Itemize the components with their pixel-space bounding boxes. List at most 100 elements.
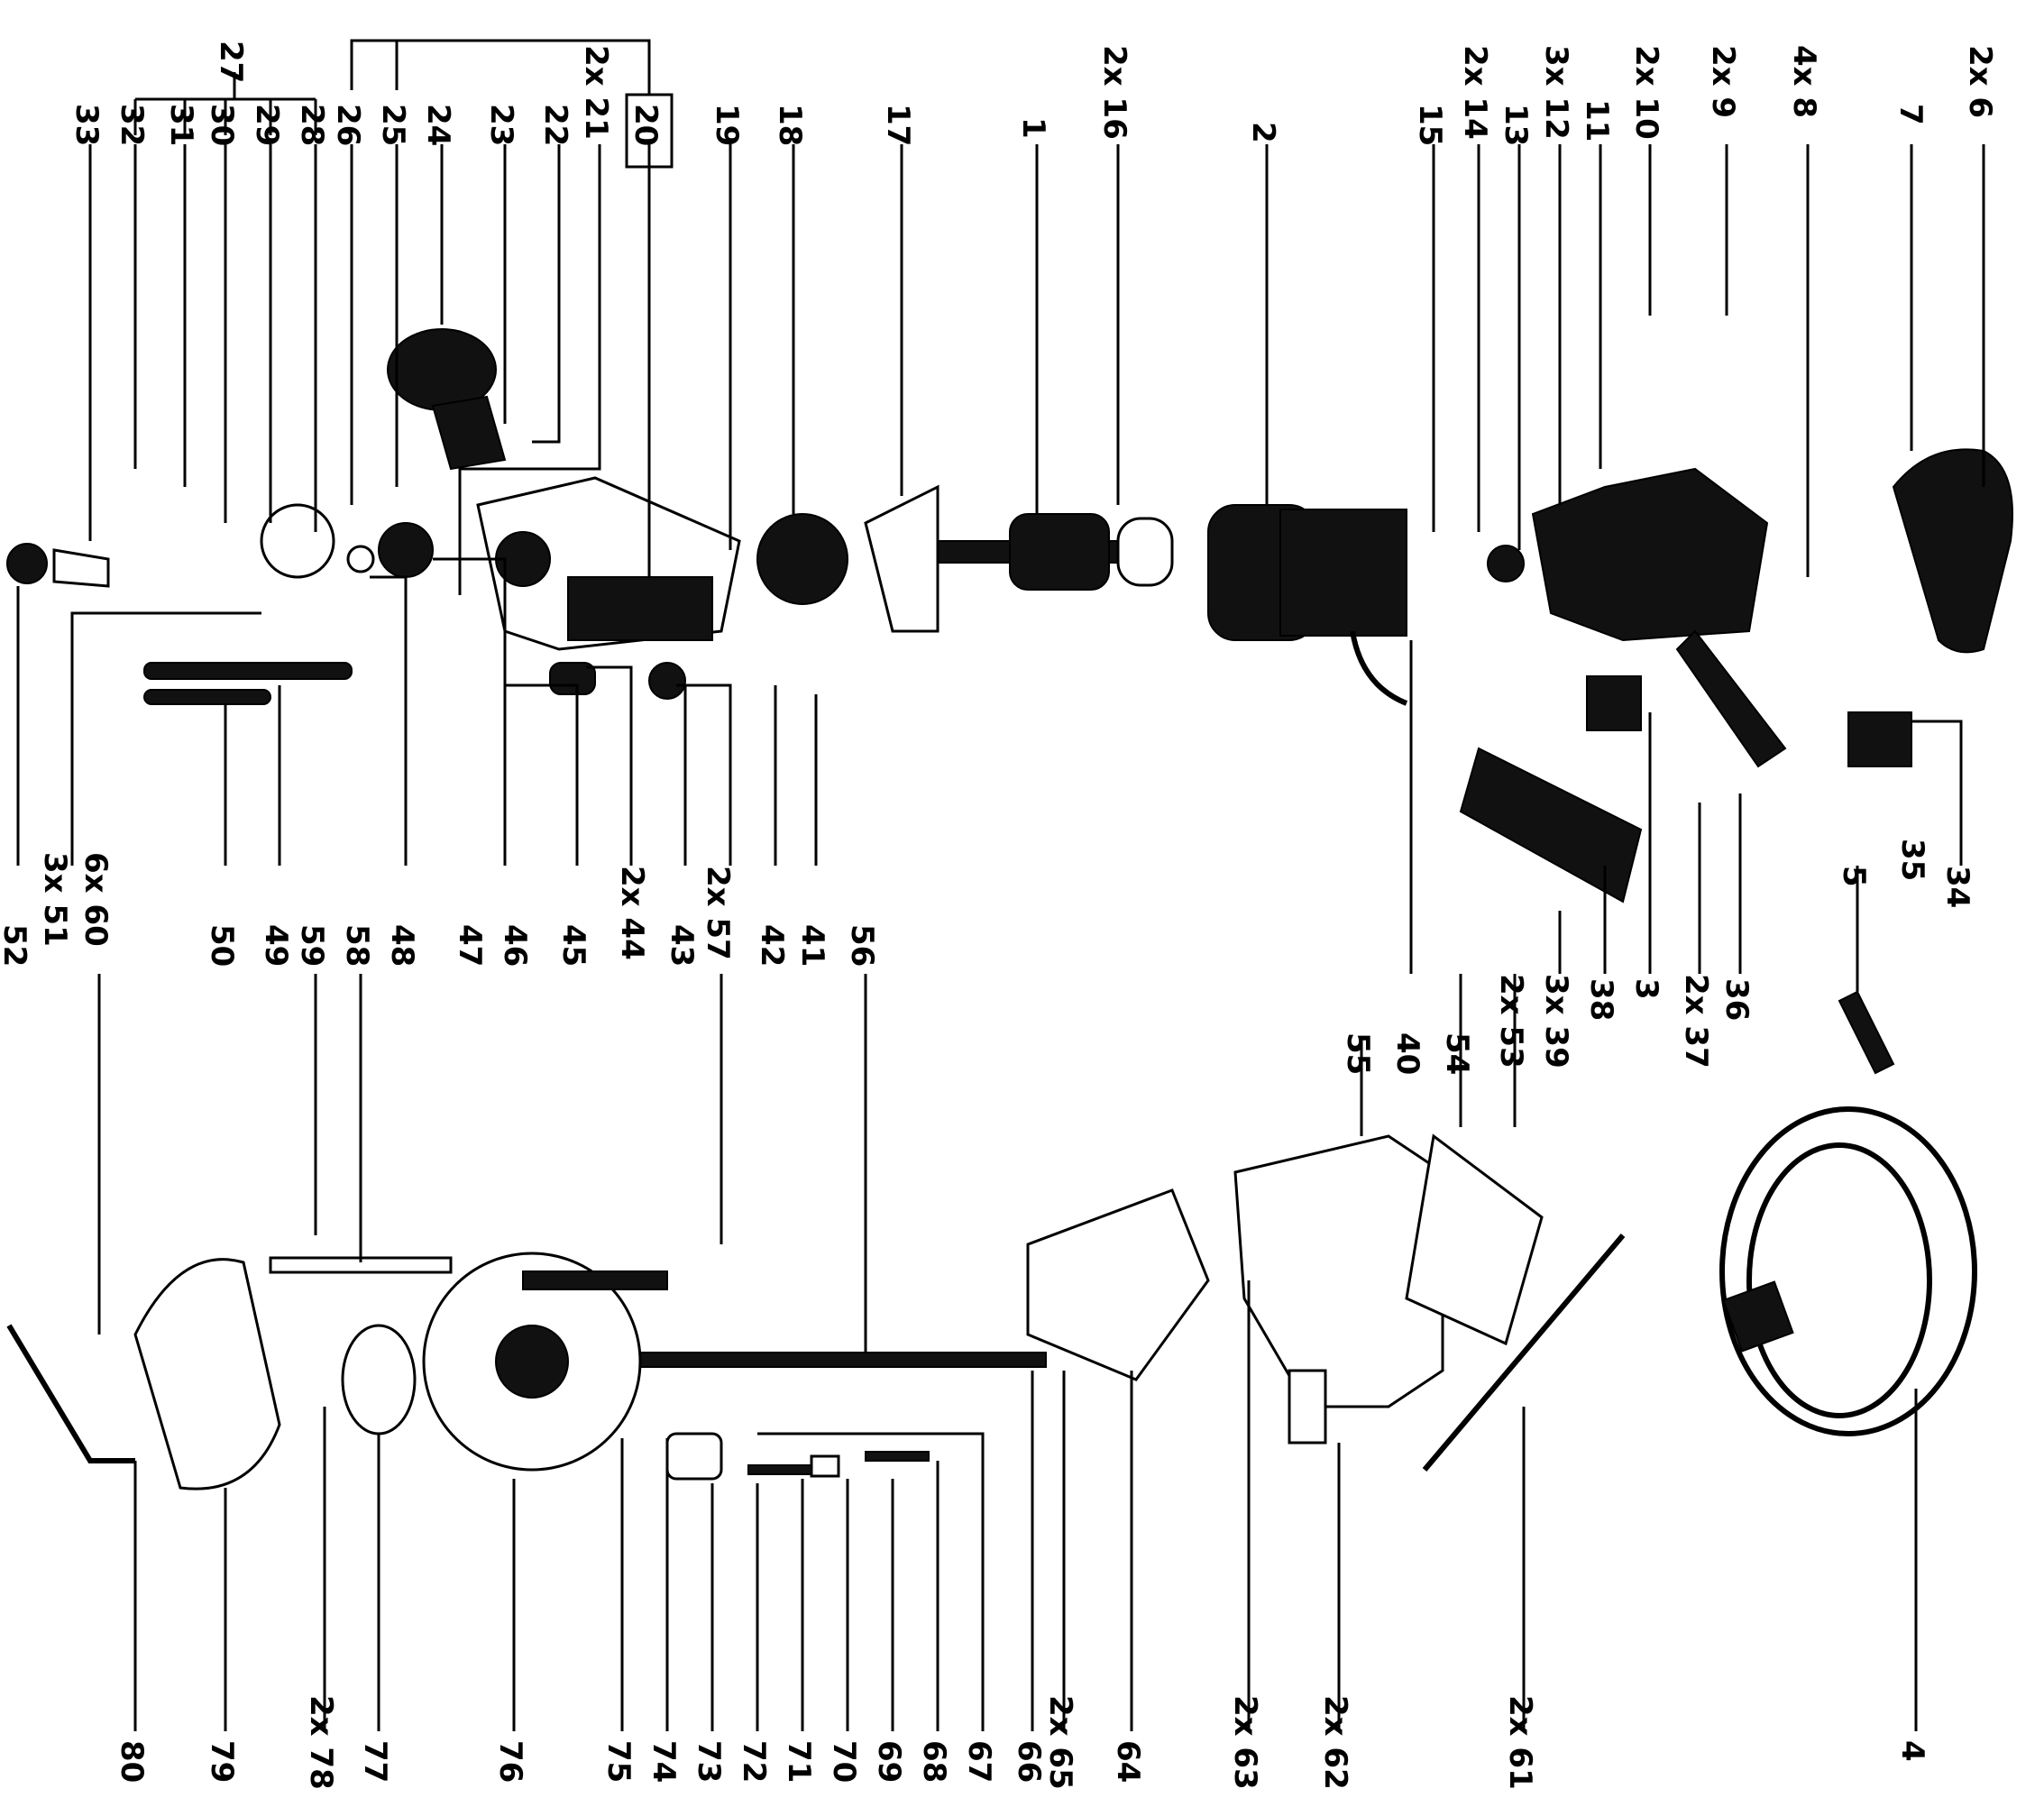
callout-c55: 55 — [1340, 1032, 1376, 1075]
part-cover — [1892, 448, 2013, 654]
part-pin-49 — [143, 662, 353, 680]
callout-c13: 13 — [1498, 104, 1534, 146]
callout-c49: 49 — [258, 924, 294, 967]
callout-c23: 23 — [483, 104, 519, 146]
callout-c63: 2x 63 — [1227, 1695, 1263, 1790]
part-field-stator — [1207, 504, 1408, 706]
callout-c70: 70 — [826, 1740, 862, 1783]
callout-c3: 3 — [1628, 978, 1664, 1000]
callout-c77: 77 — [357, 1740, 393, 1783]
callout-c14: 2x 14 — [1457, 45, 1493, 140]
callout-c2: 2 — [1245, 122, 1281, 143]
part-depth-rod — [576, 1352, 1047, 1368]
callout-c64: 64 — [1110, 1740, 1146, 1783]
part-bearing — [1487, 545, 1525, 582]
callout-c24: 24 — [420, 104, 456, 146]
callout-c54: 54 — [1439, 1032, 1475, 1075]
callout-c35: 35 — [1894, 839, 1930, 881]
callout-c21: 2x 21 — [578, 45, 614, 140]
callout-c18: 18 — [772, 104, 808, 146]
callout-c27: 27 — [213, 41, 249, 83]
callout-c72: 72 — [736, 1740, 772, 1783]
callout-c79: 79 — [204, 1740, 240, 1783]
callout-c19: 19 — [709, 104, 745, 146]
callout-c36: 36 — [1719, 978, 1755, 1021]
part-clamp — [665, 1432, 723, 1481]
callout-c34: 34 — [1939, 866, 1975, 908]
callout-c9: 2x 9 — [1705, 45, 1741, 118]
part-rod — [1422, 1234, 1626, 1472]
part-bushing-43 — [648, 662, 686, 700]
callout-c22: 22 — [537, 104, 573, 146]
callout-c75: 75 — [600, 1740, 637, 1783]
part-rail — [1405, 1133, 1544, 1346]
part-screw-71 — [747, 1464, 812, 1475]
callout-c67: 67 — [961, 1740, 997, 1783]
part-wrench — [6, 1324, 135, 1463]
callout-c31: 31 — [163, 104, 199, 146]
callout-c38: 38 — [1583, 978, 1619, 1021]
callout-c26: 26 — [330, 104, 366, 146]
part-collet-33 — [52, 548, 110, 588]
callout-c68: 68 — [916, 1740, 952, 1783]
callout-c45: 45 — [555, 924, 591, 967]
part-pin-50 — [143, 689, 271, 705]
part-router-base — [422, 1252, 668, 1472]
callout-c42: 42 — [754, 924, 790, 967]
part-nut — [6, 543, 48, 584]
callout-c37: 2x 37 — [1678, 974, 1714, 1069]
callout-c80: 80 — [114, 1740, 150, 1783]
part-sub-base — [133, 1258, 281, 1491]
part-switch-plate — [1459, 747, 1643, 904]
part-ring-77 — [341, 1324, 417, 1436]
callout-c60: 6x 60 — [78, 852, 114, 947]
callout-c33: 33 — [69, 104, 105, 146]
part-screw-68 — [865, 1451, 930, 1462]
callout-c7: 7 — [1893, 104, 1929, 125]
part-lock-plate — [260, 503, 335, 579]
callout-c78: 2x 78 — [303, 1695, 339, 1790]
callout-c12: 3x 12 — [1538, 45, 1574, 140]
part-base-plate — [1233, 1134, 1444, 1408]
callout-c76: 76 — [492, 1740, 528, 1783]
callout-c8: 4x 8 — [1786, 45, 1822, 118]
callout-c20: 20 — [628, 104, 664, 146]
callout-c46: 46 — [497, 924, 533, 967]
callout-c29: 29 — [249, 104, 285, 146]
callout-c65: 2x 65 — [1042, 1695, 1078, 1790]
part-switch — [1586, 675, 1642, 731]
callout-c58: 58 — [339, 924, 375, 967]
callout-c6: 2x 6 — [1962, 45, 1998, 118]
callout-c43: 43 — [664, 924, 700, 967]
part-gear — [756, 513, 848, 605]
callout-c56: 56 — [844, 924, 880, 967]
part-fan — [864, 484, 940, 633]
callout-c66: 66 — [1011, 1740, 1047, 1783]
callout-c69: 69 — [871, 1740, 907, 1783]
callout-c25: 25 — [375, 104, 411, 146]
callout-c57: 2x 57 — [700, 866, 736, 960]
callout-c52: 52 — [0, 924, 32, 967]
part-gear-housing — [1531, 467, 1787, 768]
callout-c10: 2x 10 — [1628, 45, 1664, 140]
callout-c51: 3x 51 — [37, 852, 73, 947]
leader-lines — [16, 39, 1985, 1731]
callout-c17: 17 — [880, 104, 916, 146]
part-illustrations — [6, 328, 2013, 1491]
callout-c39: 3x 39 — [1538, 974, 1574, 1069]
callout-c59: 59 — [294, 924, 330, 967]
callout-c74: 74 — [646, 1740, 682, 1783]
part-armature — [901, 513, 1174, 591]
part-bracket — [1026, 1188, 1210, 1381]
part-washer-48 — [346, 545, 375, 573]
callout-c71: 71 — [781, 1740, 817, 1783]
part-pad — [1288, 1369, 1327, 1445]
callout-c28: 28 — [294, 104, 330, 146]
callout-c61: 2x 61 — [1502, 1695, 1538, 1790]
callout-c62: 2x 62 — [1317, 1695, 1353, 1790]
part-switch-34 — [1847, 711, 1912, 767]
callout-c53: 2x 53 — [1493, 974, 1529, 1069]
callout-labels: 2x 6 7 4x 8 2x 9 2x 10 11 3x 12 13 2x 14… — [0, 41, 1998, 1790]
part-ring-47 — [378, 522, 434, 578]
